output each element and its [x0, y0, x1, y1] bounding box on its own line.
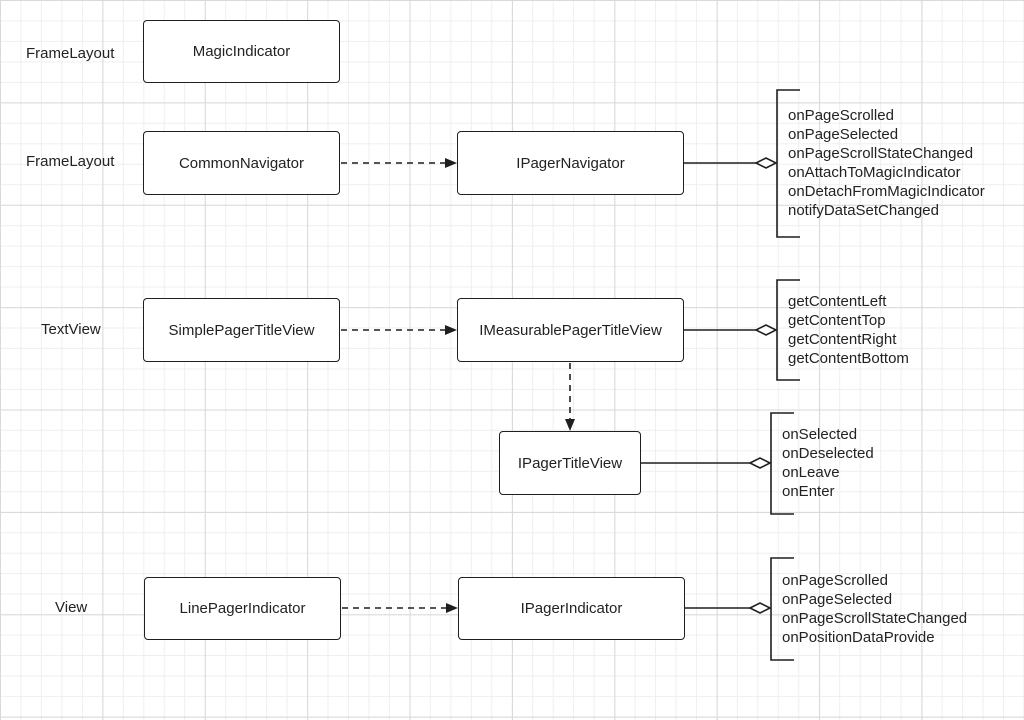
- arrowhead: [446, 603, 458, 613]
- ipager-indicator-box[interactable]: IPagerIndicator: [458, 577, 685, 640]
- method-item: getContentRight: [788, 331, 897, 348]
- magic-indicator-box[interactable]: MagicIndicator: [143, 20, 340, 83]
- aggregation-diamond: [748, 602, 772, 614]
- method-item: notifyDataSetChanged: [788, 202, 939, 219]
- bracket-navigator-methods: [776, 89, 800, 238]
- method-item: onPageScrolled: [788, 107, 894, 124]
- method-item: getContentTop: [788, 312, 886, 329]
- line-pager-indicator-box[interactable]: LinePagerIndicator: [144, 577, 341, 640]
- method-item: onPageSelected: [788, 126, 899, 143]
- method-item: onDetachFromMagicIndicator: [788, 183, 985, 200]
- simple-pager-title-view-box[interactable]: SimplePagerTitleView: [143, 298, 340, 362]
- method-item: onSelected: [782, 426, 858, 443]
- arrowhead: [445, 158, 457, 168]
- method-item: getContentLeft: [788, 293, 887, 310]
- method-item: onPageScrolled: [782, 572, 888, 589]
- method-item: getContentBottom: [788, 350, 909, 367]
- common-navigator-box[interactable]: CommonNavigator: [143, 131, 340, 195]
- aggregation-diamond: [748, 457, 772, 469]
- row-label-framelayout-2: FrameLayout: [26, 153, 115, 170]
- ipager-title-view-box[interactable]: IPagerTitleView: [499, 431, 641, 495]
- method-item: onAttachToMagicIndicator: [788, 164, 961, 181]
- navigator-methods-list: onPageScrolled onPageSelected onPageScro…: [788, 106, 985, 220]
- method-item: onPageScrollStateChanged: [782, 610, 968, 627]
- row-label-view: View: [55, 599, 88, 616]
- bracket-indicator-methods: [770, 557, 794, 661]
- indicator-methods-list: onPageScrolled onPageSelected onPageScro…: [782, 571, 967, 647]
- method-item: onPageSelected: [782, 591, 893, 608]
- method-item: onDeselected: [782, 445, 874, 462]
- bracket-measurable-methods: [776, 279, 800, 381]
- method-item: onPositionDataProvide: [782, 629, 935, 646]
- ipager-navigator-box[interactable]: IPagerNavigator: [457, 131, 684, 195]
- aggregation-diamond: [754, 157, 778, 169]
- title-view-methods-list: onSelected onDeselected onLeave onEnter: [782, 425, 874, 501]
- row-label-framelayout-1: FrameLayout: [26, 45, 115, 62]
- measurable-methods-list: getContentLeft getContentTop getContentR…: [788, 292, 909, 368]
- method-item: onEnter: [782, 483, 835, 500]
- arrowhead: [445, 325, 457, 335]
- arrowhead: [565, 419, 575, 431]
- imeasurable-pager-title-view-box[interactable]: IMeasurablePagerTitleView: [457, 298, 684, 362]
- method-item: onLeave: [782, 464, 840, 481]
- row-label-textview: TextView: [41, 321, 101, 338]
- method-item: onPageScrollStateChanged: [788, 145, 974, 162]
- bracket-title-view-methods: [770, 412, 794, 515]
- aggregation-diamond: [754, 324, 778, 336]
